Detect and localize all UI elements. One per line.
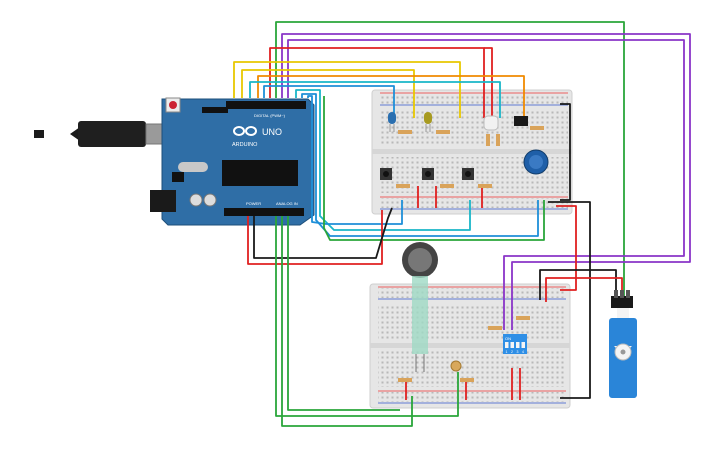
wire-cyan-2 [295,89,471,231]
arduino-uno: ARDUINO UNO DIGITAL (PWM~) POWER ANALOG … [150,97,315,226]
dip-toggle-2[interactable] [510,342,515,348]
analog-header [224,208,304,216]
wire-blue-3 [307,95,403,225]
wire-green-a2 [287,216,400,411]
slide-switch [514,116,528,126]
push-button-3 [462,168,474,180]
wire-yellow-2 [241,69,415,118]
wire-green-a1 [281,216,413,427]
dip-toggle-4[interactable] [521,342,526,348]
led-rgb [483,115,499,131]
arduino-brand: ARDUINO [232,142,258,148]
potentiometer [523,149,549,175]
led-yellow [424,112,432,132]
digital-header [226,101,306,109]
atmega-chip [222,160,298,186]
push-button-2 [422,168,434,180]
dip-toggle-1[interactable] [505,342,509,348]
resistors-top [396,126,544,188]
resistors-bottom [398,316,530,382]
power-header-label: POWER [246,201,261,206]
analog-header-label: ANALOG IN [276,201,298,206]
wire-red-servo [545,277,623,302]
wire-green-right [323,96,545,241]
wire-green-a0 [275,216,459,417]
push-button-1 [380,168,392,180]
wire-orange [257,75,525,118]
digital-header-label: DIGITAL (PWM~) [254,113,286,118]
servo-motor [609,290,637,398]
force-sensor [402,242,438,372]
wire-black-right-2 [548,201,591,399]
wire-purple-2 [287,39,685,330]
wire-red-top [269,47,485,118]
wire-red-right [556,205,577,291]
wire-blue-2 [301,93,539,237]
arduino-model: UNO [262,127,282,137]
wire-purple-1 [281,33,691,330]
dip-number-1: 1 [506,350,508,354]
dip-number-2: 2 [511,350,513,354]
arduino-logo-icon [233,126,257,136]
wire-black-right-1 [560,103,571,201]
usb-cable [34,121,165,147]
dip-switch-on-label: ON [505,336,511,341]
dip-toggle-3[interactable] [516,342,520,348]
wire-green-servo [275,21,625,298]
breadboard-bottom [369,283,571,409]
led-blue [388,112,396,132]
wire-cyan-1 [249,81,501,118]
dip-number-4: 4 [522,350,524,354]
wire-yellow-1 [233,61,461,118]
photoresistor [450,360,462,372]
dip-number-3: 3 [517,350,519,354]
wire-blue-1 [263,85,395,118]
wire-red-top-2 [484,47,493,118]
wires [233,21,691,427]
wire-black-servo [539,269,617,300]
wire-black-gnd [253,207,393,259]
